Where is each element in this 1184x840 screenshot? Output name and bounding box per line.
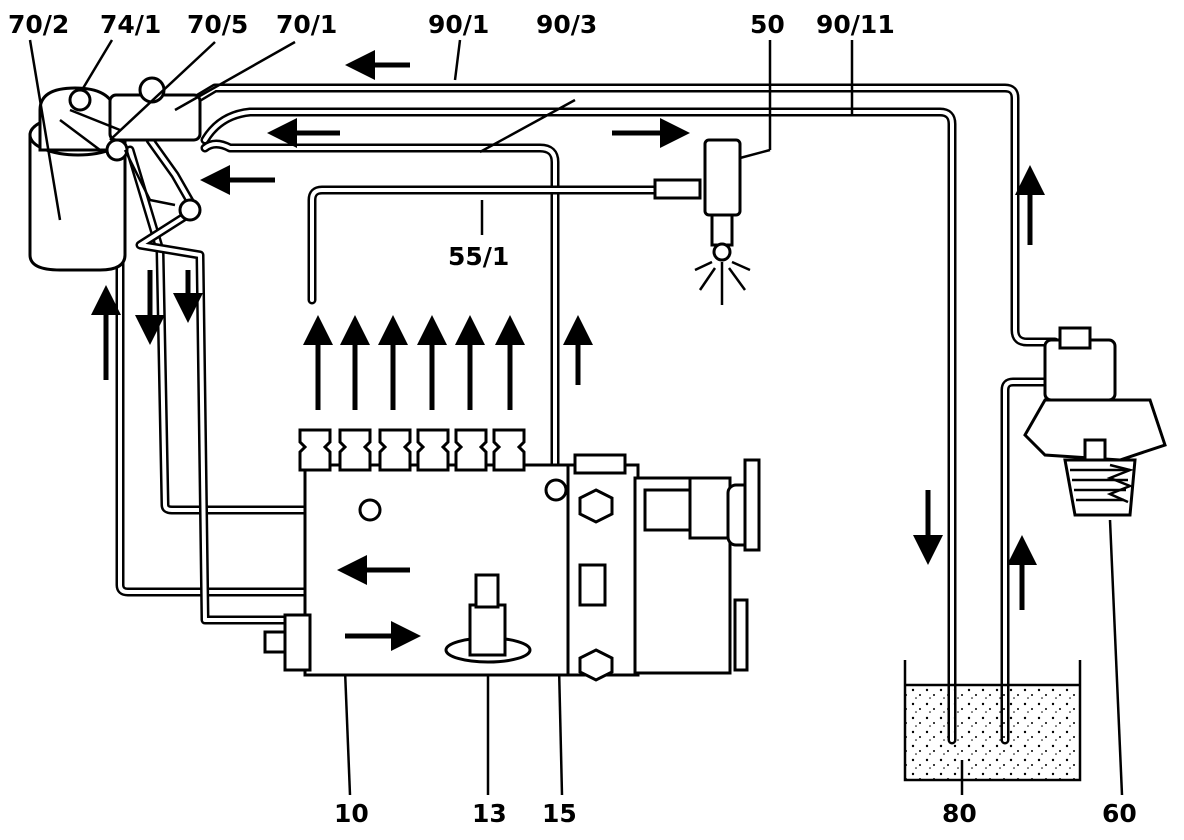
label-90-1: 90/1	[428, 10, 489, 39]
label-50: 50	[750, 10, 785, 39]
overflow-valve-13	[444, 573, 532, 664]
label-60: 60	[1102, 799, 1137, 828]
injector-50	[653, 138, 751, 305]
leader-lines	[28, 39, 1124, 796]
labels: 70/2 74/1 70/5 70/1 90/1 90/3 50 90/11 5…	[8, 10, 1137, 828]
label-70-5: 70/5	[187, 10, 248, 39]
label-70-2: 70/2	[8, 10, 69, 39]
flow-arrows	[91, 50, 1045, 651]
fuel-filter	[28, 76, 202, 272]
label-55-1: 55/1	[448, 242, 509, 271]
delivery-valves	[298, 428, 526, 472]
label-15: 15	[542, 799, 577, 828]
label-10: 10	[334, 799, 369, 828]
label-90-11: 90/11	[816, 10, 895, 39]
supply-pump-60	[1023, 326, 1167, 517]
label-90-3: 90/3	[536, 10, 597, 39]
label-80: 80	[942, 799, 977, 828]
fuel-tank-80	[903, 660, 1082, 782]
return-line-90-1	[190, 83, 1060, 347]
injection-pump	[263, 428, 761, 682]
fuel-lines	[105, 83, 1060, 745]
label-74-1: 74/1	[100, 10, 161, 39]
label-13: 13	[472, 799, 507, 828]
label-70-1: 70/1	[276, 10, 337, 39]
